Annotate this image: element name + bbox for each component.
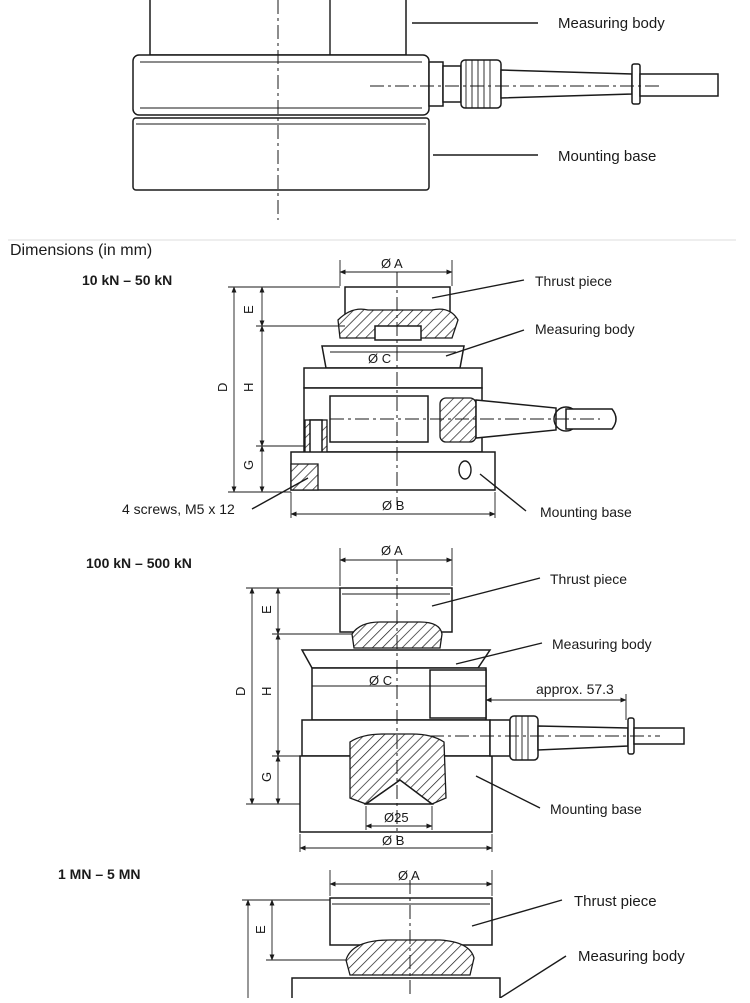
dim-a-2: Ø A bbox=[381, 543, 403, 558]
dim-e-2: E bbox=[259, 605, 274, 614]
section-title: Dimensions (in mm) bbox=[10, 242, 152, 259]
top-side-view: Measuring body Mounting base bbox=[132, 0, 719, 220]
variant-title: 1 MN – 5 MN bbox=[58, 866, 140, 882]
cable-gland bbox=[489, 715, 685, 761]
label-measuring-body-1: Measuring body bbox=[535, 321, 635, 337]
dim-g-2: G bbox=[259, 772, 274, 782]
dim-a-1: Ø A bbox=[381, 256, 403, 271]
dim-b-2: Ø B bbox=[382, 833, 404, 848]
label-approx: approx. 57.3 bbox=[536, 681, 614, 697]
label-mounting-base-1: Mounting base bbox=[540, 504, 632, 520]
measuring-body-ring bbox=[300, 649, 492, 669]
variant-title: 100 kN – 500 kN bbox=[86, 555, 192, 571]
label-measuring-body-top: Measuring body bbox=[558, 15, 665, 32]
label-thrust-piece-1: Thrust piece bbox=[535, 273, 612, 289]
cable-gland bbox=[428, 59, 719, 109]
label-screws: 4 screws, M5 x 12 bbox=[122, 501, 235, 517]
label-measuring-body-3: Measuring body bbox=[578, 948, 685, 965]
mounting-base-shape bbox=[132, 117, 430, 191]
dim-g-1: G bbox=[241, 460, 256, 470]
dim-h-1: H bbox=[241, 383, 256, 392]
dim-bore: Ø25 bbox=[384, 810, 409, 825]
dim-b-1: Ø B bbox=[382, 498, 404, 513]
dim-a-3: Ø A bbox=[398, 868, 420, 883]
label-mounting-base-2: Mounting base bbox=[550, 801, 642, 817]
variant-100kn-500kn: 100 kN – 500 kN Ø A bbox=[86, 543, 685, 852]
dim-d-2: D bbox=[233, 687, 248, 696]
measuring-body-ring bbox=[321, 345, 465, 369]
label-thrust-piece-2: Thrust piece bbox=[550, 571, 627, 587]
measuring-body-shape bbox=[132, 54, 430, 116]
variant-1mn-5mn: 1 MN – 5 MN Ø A E Thrust piece Measuring… bbox=[58, 866, 685, 1003]
label-measuring-body-2: Measuring body bbox=[552, 636, 652, 652]
dim-c-1: Ø C bbox=[368, 351, 391, 366]
label-thrust-piece-3: Thrust piece bbox=[574, 893, 657, 910]
label-mounting-base-top: Mounting base bbox=[558, 148, 656, 165]
variant-10kn-50kn: 10 kN – 50 kN Ø A Ø C bbox=[82, 256, 635, 520]
dim-e-1: E bbox=[241, 305, 256, 314]
thrust-piece-hatched bbox=[337, 308, 459, 339]
variant-title: 10 kN – 50 kN bbox=[82, 272, 172, 288]
dim-e-3: E bbox=[253, 925, 268, 934]
dim-c-2: Ø C bbox=[369, 673, 392, 688]
dim-h-2: H bbox=[259, 687, 274, 696]
dim-d-1: D bbox=[215, 383, 230, 392]
